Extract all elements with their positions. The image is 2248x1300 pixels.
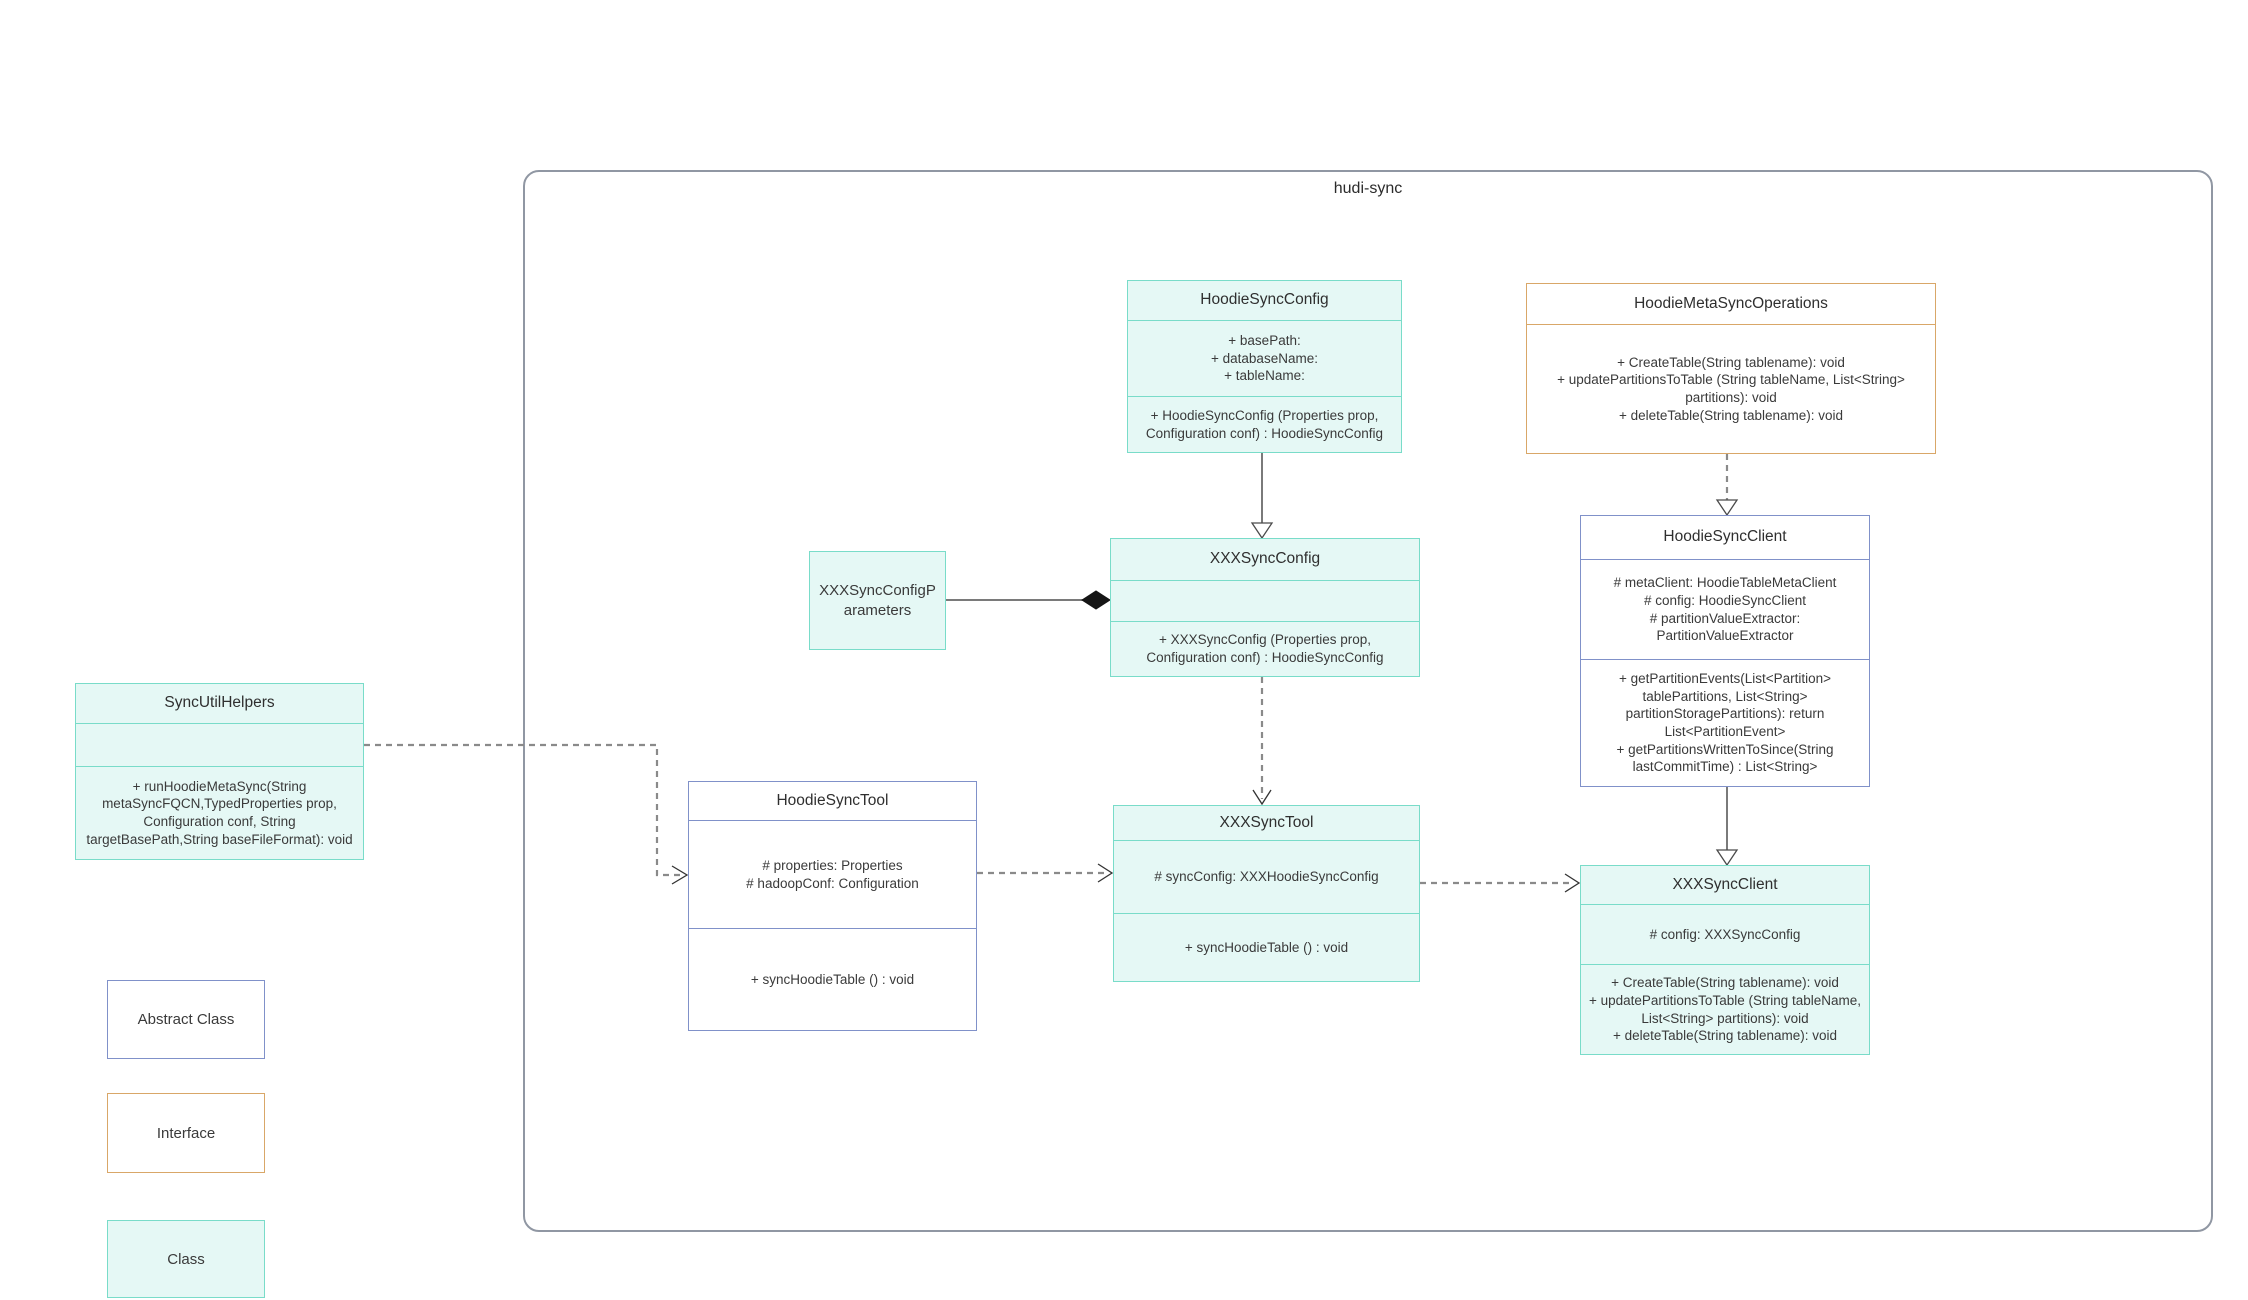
method: + CreateTable(String tablename): void xyxy=(1617,354,1845,370)
attributes-section xyxy=(1111,580,1419,621)
class-xxx-sync-tool: XXXSyncTool # syncConfig: XXXHoodieSyncC… xyxy=(1113,805,1420,982)
attribute: + tableName: xyxy=(1224,368,1305,384)
method: + updatePartitionsToTable (String tableN… xyxy=(1557,372,1905,405)
interface-hoodie-meta-sync-operations: HoodieMetaSyncOperations + CreateTable(S… xyxy=(1526,283,1936,454)
class-title: XXXSyncTool xyxy=(1219,813,1314,831)
method: + syncHoodieTable () : void xyxy=(1184,939,1349,955)
methods-section: + runHoodieMetaSync(String metaSyncFQCN,… xyxy=(76,766,363,859)
class-title: XXXSyncConfig xyxy=(1209,550,1321,568)
attributes-section xyxy=(76,723,363,766)
attributes-section: # metaClient: HoodieTableMetaClient # co… xyxy=(1581,559,1869,659)
legend-interface: Interface xyxy=(107,1093,265,1173)
legend-interface-label: Interface xyxy=(156,1124,216,1142)
class-title: XXXSyncClient xyxy=(1672,875,1778,893)
methods-section: + CreateTable(String tablename): void + … xyxy=(1527,324,1935,453)
method: + syncHoodieTable () : void xyxy=(750,971,915,987)
class-title: HoodieSyncClient xyxy=(1663,528,1787,546)
legend-abstract-class: Abstract Class xyxy=(107,980,265,1059)
class-title: HoodieSyncTool xyxy=(776,791,889,809)
methods-section: + XXXSyncConfig (Properties prop, Config… xyxy=(1111,621,1419,676)
methods-section: + CreateTable(String tablename): void + … xyxy=(1581,964,1869,1054)
legend-class: Class xyxy=(107,1220,265,1298)
class-hoodie-sync-tool: HoodieSyncTool # properties: Properties … xyxy=(688,781,977,1031)
attribute: # config: HoodieSyncClient xyxy=(1643,592,1807,608)
attribute: # partitionValueExtractor: PartitionValu… xyxy=(1649,610,1801,644)
attributes-section: # config: XXXSyncConfig xyxy=(1581,904,1869,964)
class-hoodie-sync-config: HoodieSyncConfig + basePath: + databaseN… xyxy=(1127,280,1402,453)
legend-class-label: Class xyxy=(167,1250,205,1268)
attributes-section: # properties: Properties # hadoopConf: C… xyxy=(689,820,976,928)
method: + HoodieSyncConfig (Properties prop, Con… xyxy=(1145,407,1384,441)
class-title: HoodieMetaSyncOperations xyxy=(1634,294,1828,312)
attribute: + basePath: xyxy=(1228,333,1301,349)
methods-section: + getPartitionEvents(List<Partition> tab… xyxy=(1581,659,1869,786)
method: + XXXSyncConfig (Properties prop, Config… xyxy=(1146,632,1384,665)
package-hudi-sync-label: hudi-sync xyxy=(1333,180,1403,197)
attributes-section: # syncConfig: XXXHoodieSyncConfig xyxy=(1114,840,1419,913)
class-title: SyncUtilHelpers xyxy=(164,694,275,712)
method: + runHoodieMetaSync(String metaSyncFQCN,… xyxy=(86,778,353,847)
method: + deleteTable(String tablename): void xyxy=(1612,1028,1837,1044)
methods-section: + HoodieSyncConfig (Properties prop, Con… xyxy=(1128,396,1401,452)
legend-abstract-class-label: Abstract Class xyxy=(137,1011,235,1028)
package-hudi-sync-boundary xyxy=(523,170,2213,1232)
attribute: + databaseName: xyxy=(1211,350,1318,366)
class-title: HoodieSyncConfig xyxy=(1200,291,1329,309)
attribute: # properties: Properties xyxy=(762,857,903,873)
methods-section: + syncHoodieTable () : void xyxy=(1114,913,1419,981)
method: + CreateTable(String tablename): void xyxy=(1611,975,1839,991)
attribute: # hadoopConf: Configuration xyxy=(746,875,919,891)
attributes-section: + basePath: + databaseName: + tableName: xyxy=(1128,320,1401,396)
attribute: # config: XXXSyncConfig xyxy=(1649,926,1801,942)
class-title: XXXSyncConfigParameters xyxy=(819,582,936,619)
method: + getPartitionsWrittenToSince(String las… xyxy=(1616,741,1834,775)
attribute: # metaClient: HoodieTableMetaClient xyxy=(1613,575,1837,591)
attribute: # syncConfig: XXXHoodieSyncConfig xyxy=(1154,869,1379,885)
methods-section: + syncHoodieTable () : void xyxy=(689,928,976,1030)
method: + updatePartitionsToTable (String tableN… xyxy=(1588,992,1862,1026)
class-xxx-sync-config: XXXSyncConfig + XXXSyncConfig (Propertie… xyxy=(1110,538,1420,677)
class-xxx-sync-client: XXXSyncClient # config: XXXSyncConfig + … xyxy=(1580,865,1870,1055)
method: + deleteTable(String tablename): void xyxy=(1618,407,1843,423)
class-hoodie-sync-client: HoodieSyncClient # metaClient: HoodieTab… xyxy=(1580,515,1870,787)
method: + getPartitionEvents(List<Partition> tab… xyxy=(1619,671,1831,739)
class-xxx-sync-config-parameters: XXXSyncConfigParameters xyxy=(809,551,946,650)
class-sync-util-helpers: SyncUtilHelpers + runHoodieMetaSync(Stri… xyxy=(75,683,364,860)
